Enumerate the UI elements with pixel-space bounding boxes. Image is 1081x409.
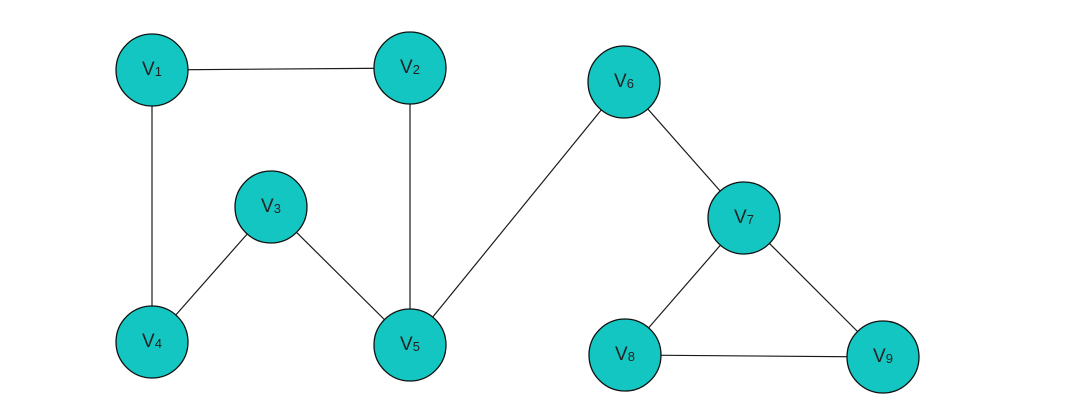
node-v7: V7	[707, 181, 781, 255]
node-v4: V4	[115, 305, 189, 379]
edge-v5-v6	[409, 81, 625, 346]
node-v8: V8	[588, 318, 662, 392]
node-v5: V5	[373, 308, 447, 382]
node-label-index: 3	[274, 201, 281, 216]
edge-v1-v2	[151, 67, 411, 71]
node-circle	[846, 320, 920, 394]
node-label: V8	[615, 344, 635, 365]
node-v2: V2	[373, 31, 447, 105]
node-label-letter: V	[142, 59, 155, 80]
node-circle	[115, 305, 189, 379]
node-label-letter: V	[400, 57, 413, 78]
node-label: V9	[873, 346, 893, 367]
node-circle	[373, 308, 447, 382]
node-v6: V6	[587, 45, 661, 119]
node-label-letter: V	[400, 334, 413, 355]
node-circle	[707, 181, 781, 255]
node-label-letter: V	[734, 207, 747, 228]
node-circle	[373, 31, 447, 105]
node-label-index: 4	[155, 336, 162, 351]
node-circle	[115, 33, 189, 107]
node-label: V2	[400, 57, 420, 78]
node-label-index: 2	[413, 62, 420, 77]
node-v3: V3	[234, 170, 308, 244]
node-label-index: 7	[747, 212, 754, 227]
node-label-index: 5	[413, 339, 420, 354]
node-circle	[588, 318, 662, 392]
node-label-letter: V	[261, 196, 274, 217]
node-label: V1	[142, 59, 162, 80]
node-label: V4	[142, 331, 162, 352]
node-label-letter: V	[142, 331, 155, 352]
node-label-letter: V	[614, 71, 627, 92]
node-v9: V9	[846, 320, 920, 394]
node-label-index: 6	[627, 76, 634, 91]
node-label: V6	[614, 71, 634, 92]
node-circle	[587, 45, 661, 119]
edge-v8-v9	[624, 354, 884, 358]
node-v1: V1	[115, 33, 189, 107]
node-label-index: 9	[886, 351, 893, 366]
node-label: V7	[734, 207, 754, 228]
node-label: V5	[400, 334, 420, 355]
node-label-index: 8	[628, 349, 635, 364]
node-label-letter: V	[873, 346, 886, 367]
node-label: V3	[261, 196, 281, 217]
node-label-letter: V	[615, 344, 628, 365]
node-label-index: 1	[155, 64, 162, 79]
node-circle	[234, 170, 308, 244]
